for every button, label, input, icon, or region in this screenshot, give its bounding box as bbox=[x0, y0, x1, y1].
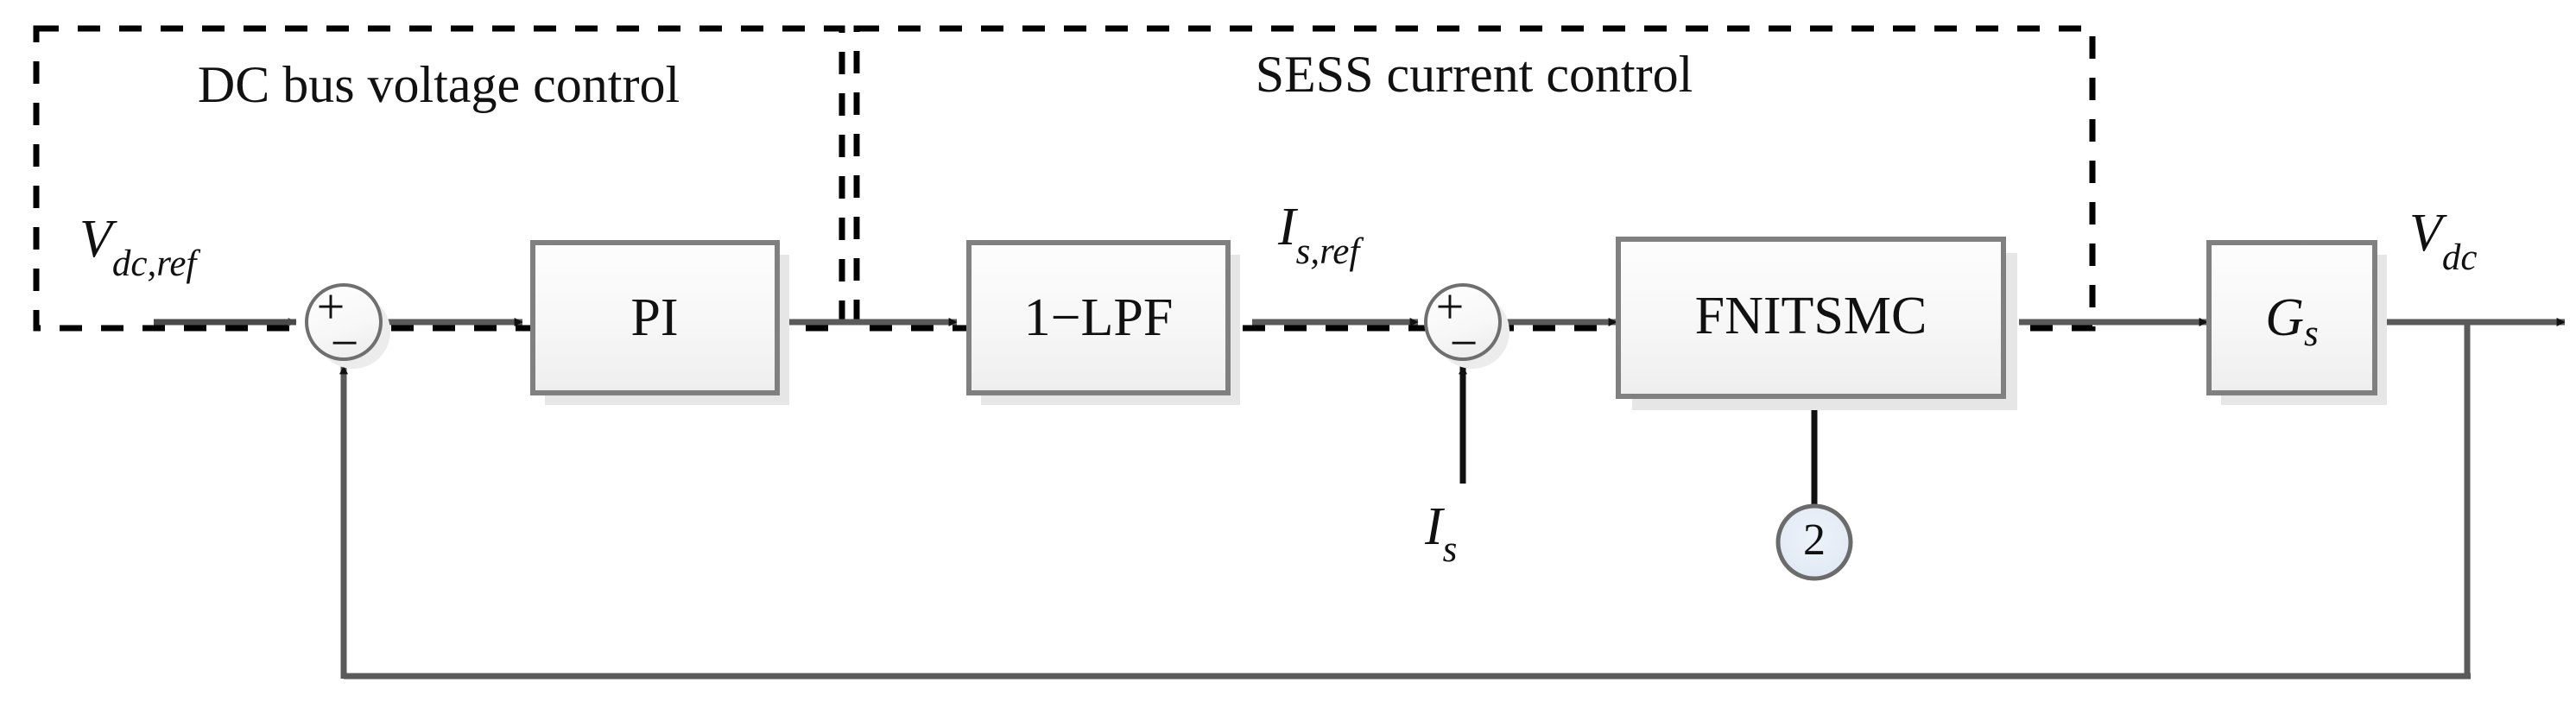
signal-label-is: Is bbox=[1424, 497, 1457, 570]
block-one-minus-lpf-label: 1−LPF bbox=[1024, 288, 1174, 347]
ref-marker-2-badge[interactable] bbox=[1775, 503, 1853, 581]
signal-label-vdc-ref: Vdc,ref bbox=[79, 210, 200, 284]
sum-junction-2-plus: + bbox=[1436, 278, 1465, 334]
sum-junction-1[interactable] bbox=[305, 283, 383, 361]
group-box-sess-current-control bbox=[853, 25, 2096, 332]
group-box-dc-bus-voltage-control bbox=[33, 25, 845, 332]
block-fnitsmc[interactable] bbox=[1616, 237, 2006, 399]
sum-junction-1-minus: − bbox=[331, 314, 359, 370]
block-one-minus-lpf[interactable] bbox=[966, 240, 1231, 395]
signal-label-is-ref: Is,ref bbox=[1277, 198, 1364, 272]
block-pi[interactable] bbox=[530, 240, 780, 395]
block-gs[interactable] bbox=[2206, 240, 2377, 395]
group-title-dc-bus-voltage-control: DC bus voltage control bbox=[198, 56, 680, 113]
block-gs-label: Gs bbox=[2265, 288, 2319, 354]
signal-label-vdc: Vdc bbox=[2409, 204, 2477, 278]
sum-junction-1-plus: + bbox=[317, 278, 345, 334]
block-pi-label: PI bbox=[630, 288, 678, 347]
ref-marker-2-label: 2 bbox=[1803, 515, 1826, 565]
sum-junction-2-minus: − bbox=[1450, 314, 1478, 370]
group-title-sess-current-control: SESS current control bbox=[1256, 46, 1693, 103]
block-fnitsmc-label: FNITSMC bbox=[1695, 287, 1927, 345]
sum-junction-2[interactable] bbox=[1424, 283, 1502, 361]
